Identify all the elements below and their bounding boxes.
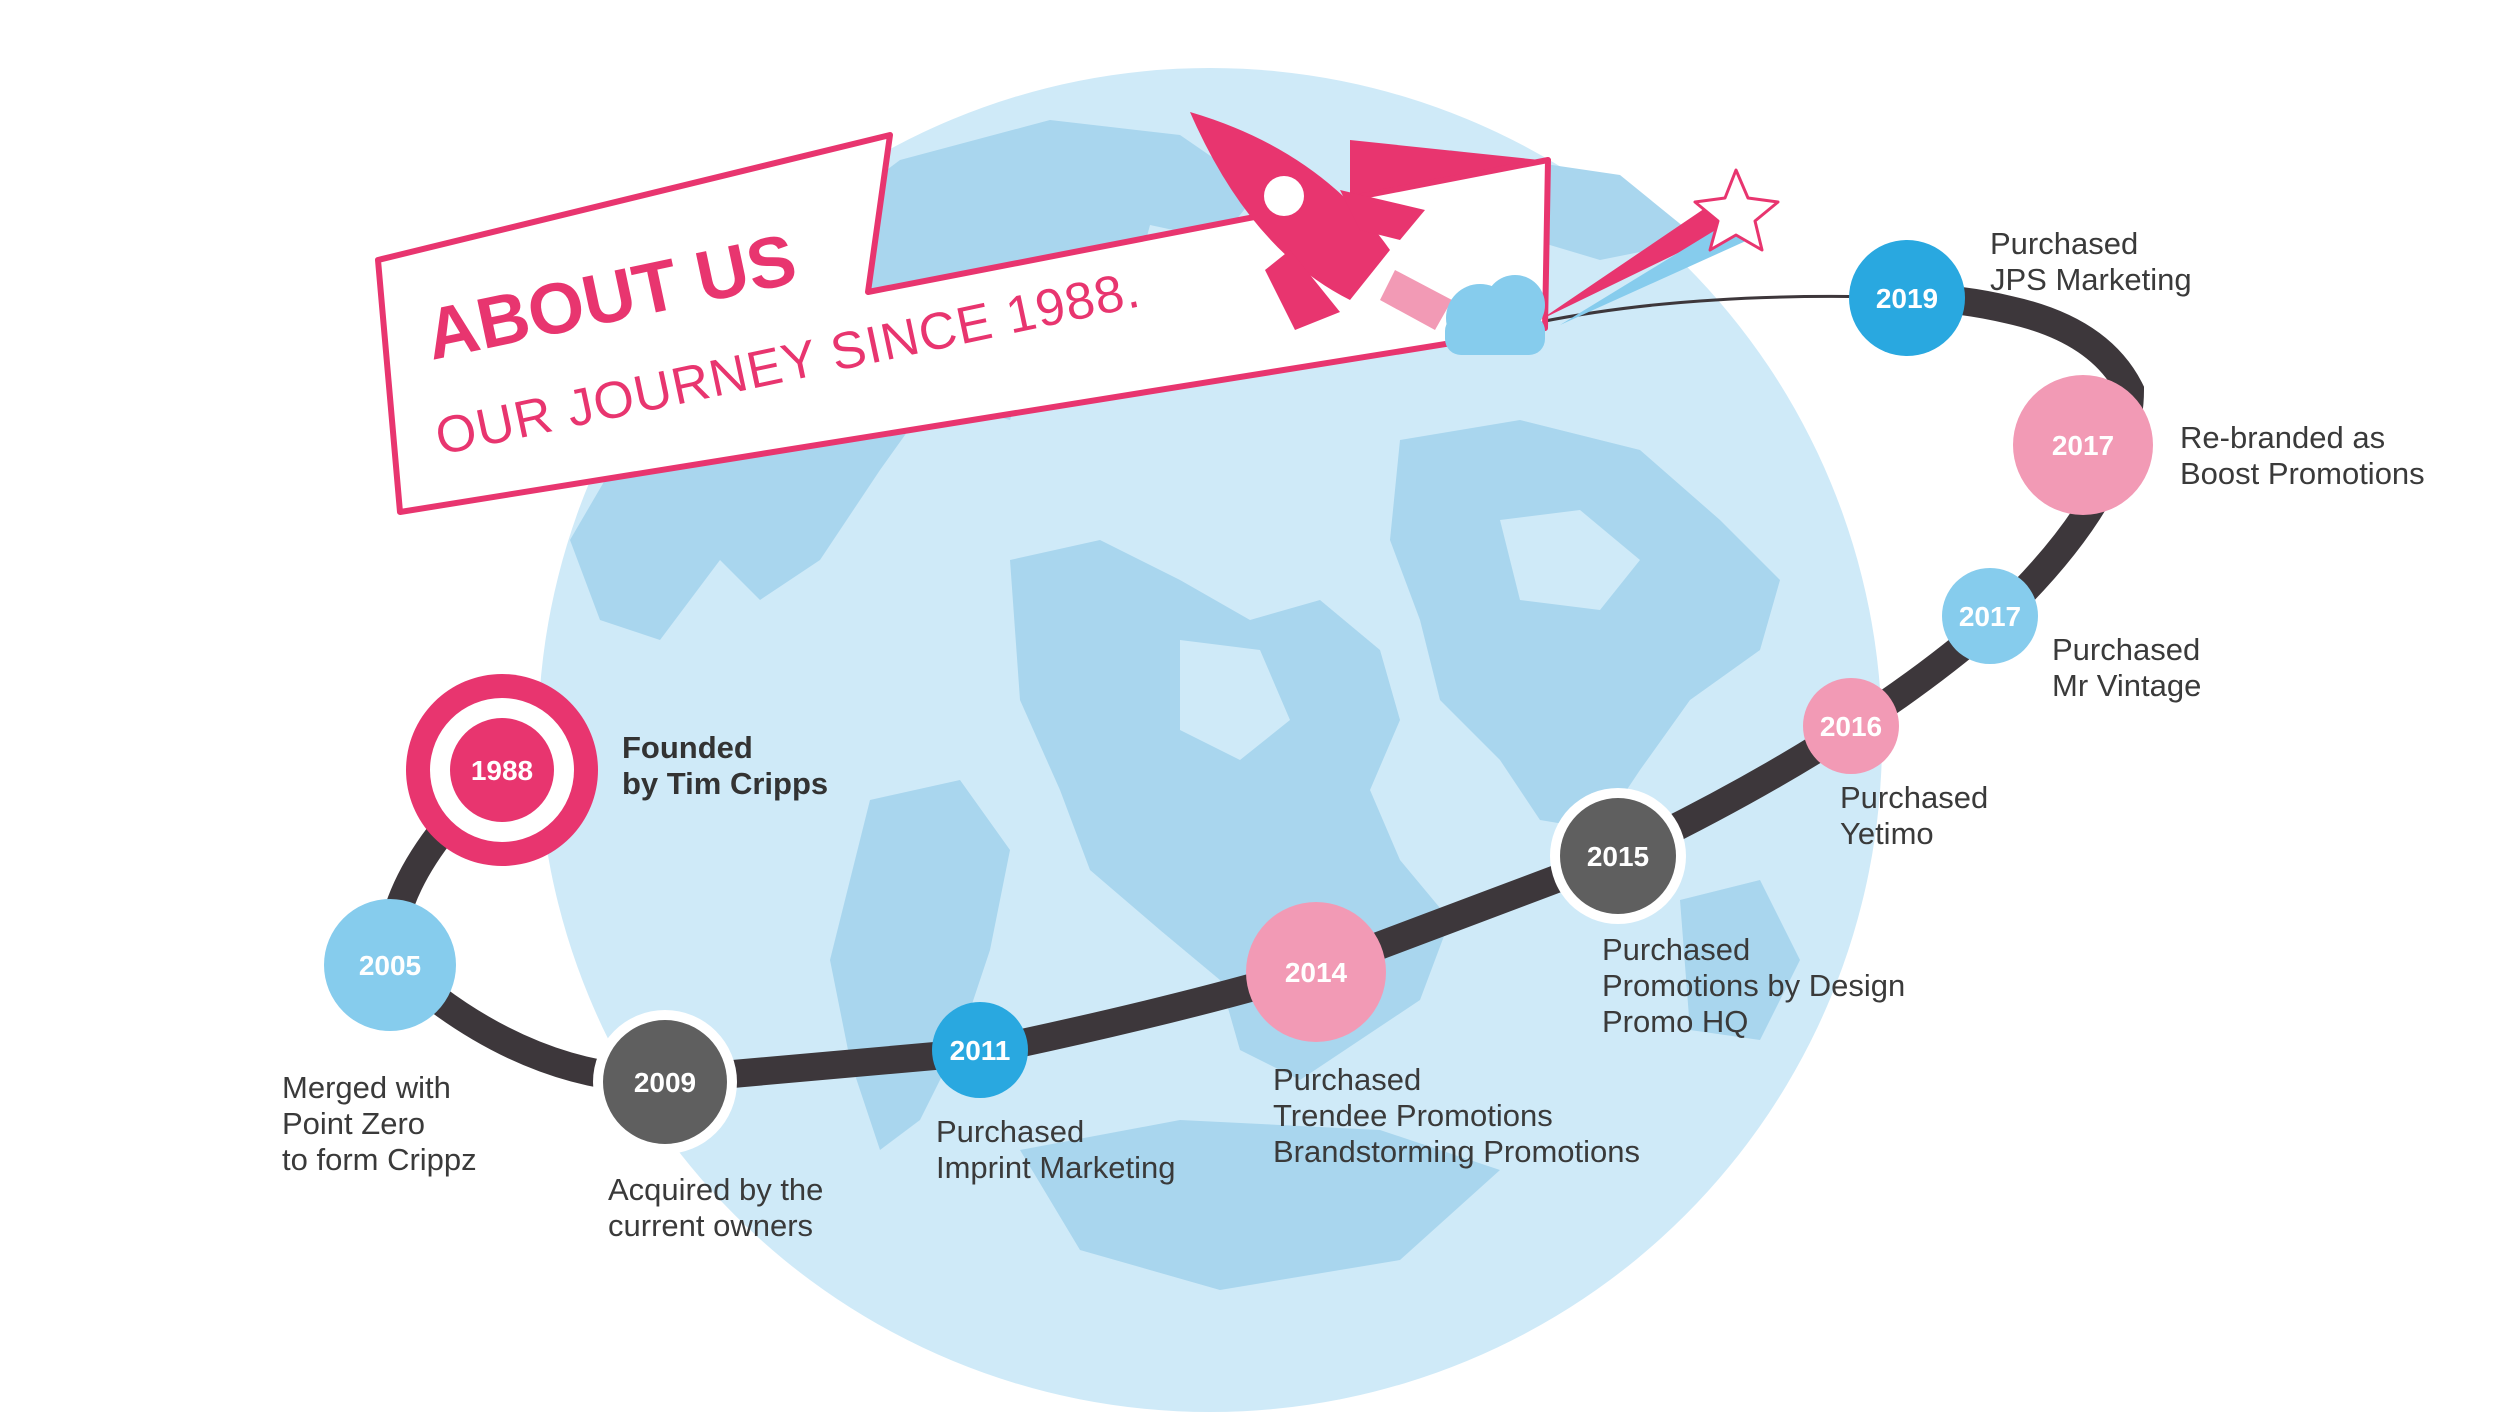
shooting-star-icon (1540, 168, 1780, 325)
milestone-description-line: Point Zero (282, 1106, 425, 1141)
milestone-description-line: Brandstorming Promotions (1273, 1134, 1640, 1169)
milestone-description-line: Promo HQ (1602, 1004, 1748, 1039)
milestone-dot (1942, 568, 2038, 664)
milestone-dot (603, 1020, 727, 1144)
cloud-icon (1445, 275, 1545, 355)
milestone-dot (1803, 678, 1899, 774)
milestone-year: 2019 (1876, 283, 1938, 314)
milestone-description-line: Imprint Marketing (936, 1150, 1175, 1185)
milestone-description-line: Re-branded as (2180, 420, 2385, 455)
milestone-dot (1560, 798, 1676, 914)
milestone-dot (2013, 375, 2153, 515)
milestone-year: 2017 (2052, 430, 2114, 461)
milestone-description-line: JPS Marketing (1990, 262, 2192, 297)
milestone-description-line: current owners (608, 1208, 813, 1243)
milestone-year: 2009 (634, 1067, 696, 1098)
milestone-description-line: Mr Vintage (2052, 668, 2201, 703)
milestone-year: 2014 (1285, 957, 1348, 988)
about-banner: ABOUT US OUR JOURNEY SINCE 1988. (375, 132, 1551, 515)
milestone-description-line: Boost Promotions (2180, 456, 2425, 491)
milestone-dot (450, 718, 554, 822)
milestone-description-line: Promotions by Design (1602, 968, 1905, 1003)
milestone-dot (1849, 240, 1965, 356)
milestone-year: 2016 (1820, 711, 1882, 742)
milestone-dot (324, 899, 456, 1031)
milestone-year: 2017 (1959, 601, 2021, 632)
milestone-dot (1246, 902, 1386, 1042)
milestone-dot (932, 1002, 1028, 1098)
milestone-description-line: Purchased (1840, 780, 1988, 815)
milestone-year: 2011 (950, 1035, 1011, 1066)
milestone-description-line: Purchased (2052, 632, 2200, 667)
milestone-year: 1988 (471, 755, 533, 786)
milestone-year: 2015 (1587, 841, 1649, 872)
milestone-description-line: by Tim Cripps (622, 766, 828, 801)
milestone-description-line: Yetimo (1840, 816, 1934, 851)
milestone-description-line: Purchased (936, 1114, 1084, 1149)
rocket-icon (1190, 112, 1545, 355)
milestone-description-line: Founded (622, 730, 753, 765)
milestone-description-line: Merged with (282, 1070, 451, 1105)
milestone-year: 2005 (359, 950, 421, 981)
milestone-description-line: to form Crippz (282, 1142, 477, 1177)
milestone-description-line: Trendee Promotions (1273, 1098, 1553, 1133)
milestone-description-line: Purchased (1602, 932, 1750, 967)
milestone-description-line: Acquired by the (608, 1172, 823, 1207)
milestone-description-line: Purchased (1990, 226, 2138, 261)
milestone-description-line: Purchased (1273, 1062, 1421, 1097)
